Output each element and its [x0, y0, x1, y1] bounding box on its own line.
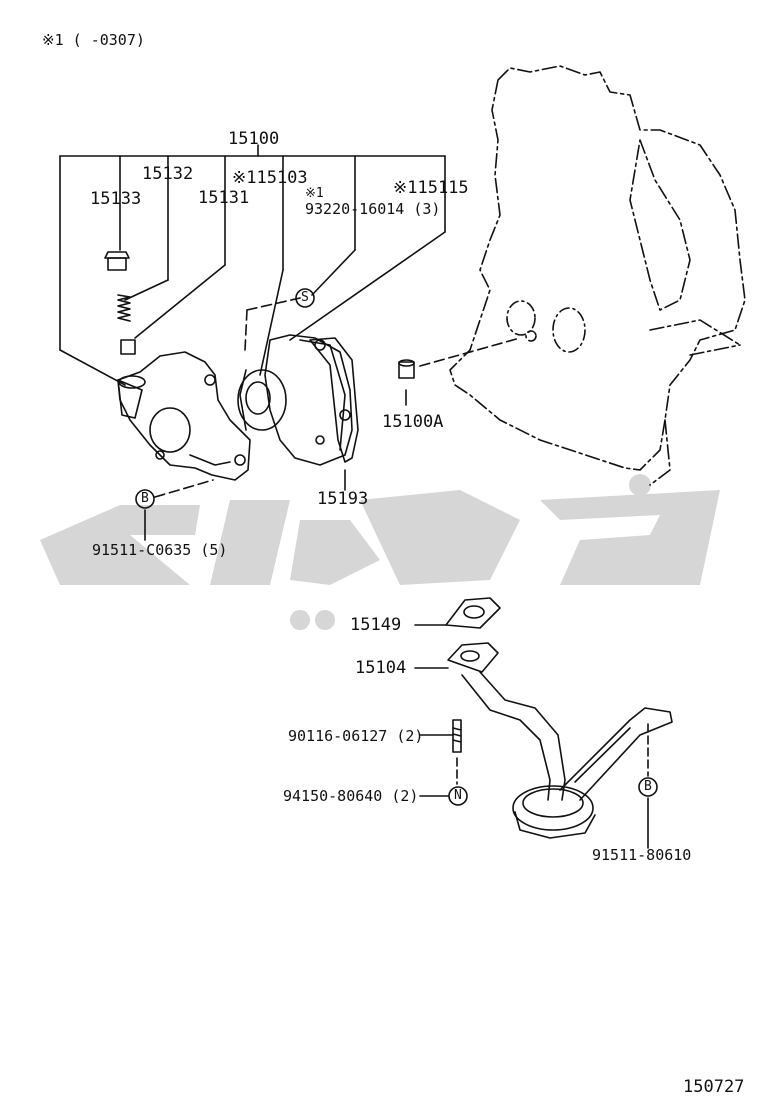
oil-pump-body	[117, 351, 251, 481]
symbol-b-circle-1	[135, 489, 155, 509]
engine-block	[449, 65, 746, 486]
callout-91511-c0635: 91511-C0635 (5)	[92, 541, 228, 559]
callout-93220: 93220-16014 (3)	[305, 200, 441, 218]
oil-strainer-15104	[414, 642, 673, 839]
callout-90116: 90116-06127 (2)	[288, 727, 424, 745]
callout-15131: 15131	[198, 188, 250, 208]
relief-plug-15133	[104, 251, 130, 271]
callout-15115: ※115115	[393, 178, 469, 198]
symbol-s-letter: S	[301, 290, 309, 305]
callout-15133: 15133	[90, 189, 142, 209]
engine-block-holes	[506, 300, 586, 353]
callout-15104: 15104	[355, 658, 407, 678]
callout-94150: 94150-80640 (2)	[283, 787, 419, 805]
gasket-15193	[309, 337, 359, 491]
callout-15193: 15193	[317, 489, 369, 509]
callout-15149: 15149	[350, 615, 402, 635]
callout-15103: ※115103	[232, 168, 308, 188]
assembly-bracket	[59, 144, 446, 386]
note-text: ※1 ( -0307)	[42, 31, 145, 49]
callout-93220-mark: ※1	[305, 186, 324, 201]
symbol-n-circle	[448, 786, 468, 806]
figure-number: 150727	[683, 1077, 745, 1097]
gasket-15149	[414, 597, 501, 629]
symbol-n-letter: N	[454, 788, 462, 803]
plug-15100A	[398, 359, 415, 406]
callout-15100: 15100	[228, 129, 280, 149]
symbol-b-letter-1: B	[141, 491, 149, 506]
watermark-logo	[40, 474, 720, 630]
symbol-s-circle	[295, 288, 315, 308]
symbol-b-circle-2	[638, 777, 658, 797]
spring-15132	[117, 294, 131, 322]
callout-91511-80610: 91511-80610	[592, 846, 692, 864]
callout-15132: 15132	[142, 164, 194, 184]
symbol-b-letter-2: B	[644, 779, 652, 794]
callout-15100A: 15100A	[382, 412, 444, 432]
valve-15131	[120, 339, 136, 355]
stud-90116	[419, 719, 462, 753]
rotor-15103	[237, 369, 287, 431]
